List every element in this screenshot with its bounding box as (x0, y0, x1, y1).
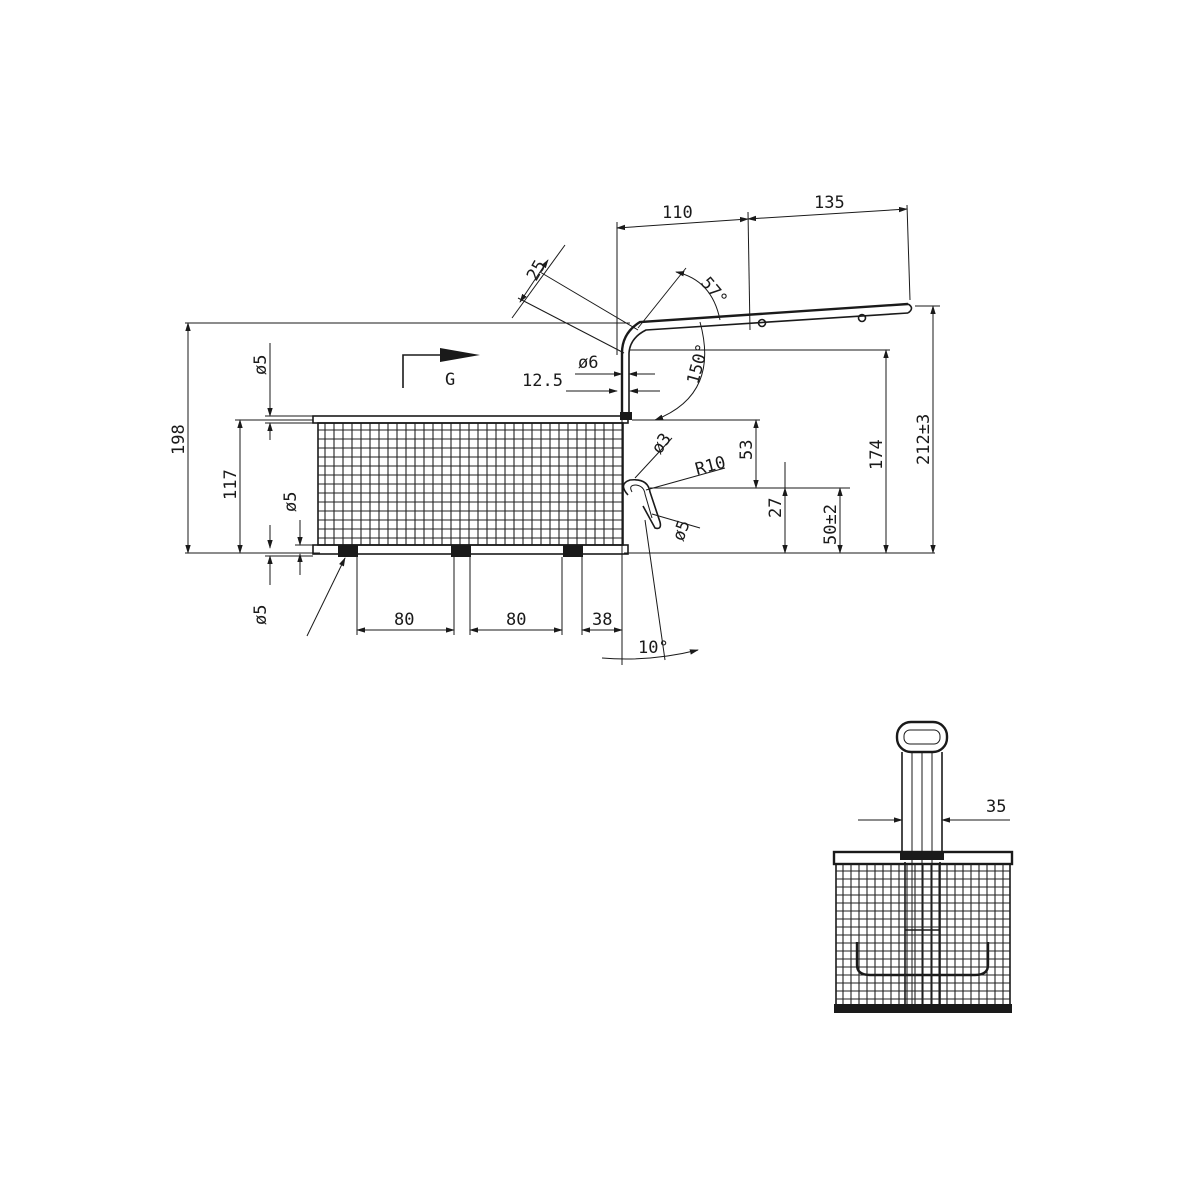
dim-117: 117 (221, 469, 241, 500)
handle-arm (620, 302, 909, 354)
dim-angle-150: 150° (684, 342, 714, 387)
dim-50: 50±2 (821, 504, 841, 545)
dim-r10: R10 (693, 453, 728, 480)
view-arrow-label: G (445, 370, 455, 390)
dim-phi3: ø3 (648, 430, 676, 458)
dim-grip-25: 25 (523, 257, 551, 285)
handle-rivet (757, 318, 767, 328)
dim-foot-38: 38 (592, 610, 612, 630)
dim-212: 212±3 (914, 414, 934, 465)
hanging-hook (622, 478, 662, 530)
dim-angle-57: 57° (696, 273, 731, 309)
basket-front-base (834, 1004, 1012, 1013)
dim-foot-80b: 80 (506, 610, 526, 630)
basket-mesh (317, 422, 624, 546)
dim-12-5: 12.5 (522, 371, 563, 391)
basket-top-rim (312, 415, 629, 424)
side-view: G 110 135 25 57° 150° ø6 12.5 ø3 R10 (169, 193, 940, 665)
handle-rivet (857, 313, 867, 323)
front-view: 35 (832, 720, 1014, 1013)
dim-foot-80a: 80 (394, 610, 414, 630)
dim-27: 27 (766, 498, 786, 518)
dim-phi6: ø6 (578, 353, 598, 373)
basket-foot (451, 545, 471, 557)
dim-phi5-hook: ø5 (669, 518, 695, 544)
view-arrow-line (402, 354, 440, 388)
dim-53: 53 (737, 440, 757, 460)
dim-phi5-bot: ø5 (251, 605, 271, 625)
basket-foot (563, 545, 583, 557)
dim-198: 198 (169, 424, 189, 455)
dim-handle-135: 135 (814, 193, 845, 213)
dim-phi5-mid: ø5 (281, 492, 301, 512)
dim-width-35: 35 (986, 797, 1006, 817)
view-arrow-head (440, 348, 480, 362)
dim-174: 174 (867, 439, 887, 470)
dim-angle-10: 10° (638, 638, 669, 658)
dim-phi5-top: ø5 (251, 355, 271, 375)
dim-handle-110: 110 (662, 203, 693, 223)
basket-foot (338, 545, 358, 557)
